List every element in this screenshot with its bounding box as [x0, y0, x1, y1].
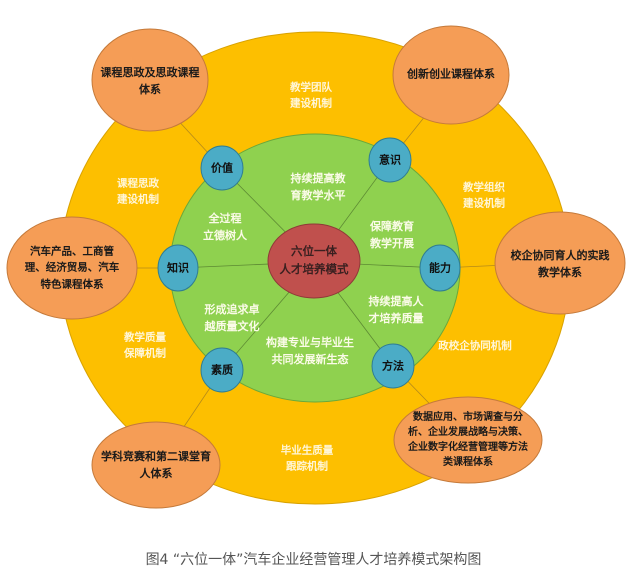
text-line: 教学质量 [124, 331, 166, 344]
node-value: 价值 [211, 161, 233, 175]
outer-lower-left: 教学质量保障机制 [124, 330, 166, 363]
text-line: 汽车产品、工商管 [30, 245, 114, 258]
text-line: 教学体系 [538, 266, 582, 279]
outer-bottom: 毕业生质量跟踪机制 [281, 443, 334, 476]
text-line: 课程思政 [117, 177, 159, 190]
outer-upper-left: 课程思政建设机制 [117, 176, 159, 209]
system-right: 校企协同育人的实践教学体系 [511, 247, 610, 281]
text-line: 析、企业发展战略与决策、 [408, 427, 528, 438]
text-line: 保障机制 [124, 348, 166, 360]
node-knowledge: 知识 [167, 261, 189, 275]
center-line: 人才培养模式 [279, 262, 349, 276]
figure-caption: 图4 “六位一体”汽车企业经营管理人才培养模式架构图 [145, 552, 482, 568]
outer-lower-right: 政校企协同机制 [438, 338, 512, 354]
text-line: 企业数字化经营管理等方法 [408, 442, 528, 453]
inner-lower-right: 持续提高人才培养质量 [369, 293, 424, 327]
text-line: 理、经济贸易、汽车 [24, 261, 120, 274]
text-line: 教学开展 [370, 237, 414, 250]
text-line: 毕业生质量 [280, 444, 334, 457]
system-top-right: 创新创业课程体系 [407, 65, 495, 82]
center-label: 六位一体 人才培养模式 [280, 243, 349, 279]
inner-upper-right: 保障教育教学开展 [370, 218, 414, 252]
inner-bottom: 构建专业与毕业生共同发展新生态 [266, 334, 354, 368]
text-line: 建设机制 [117, 194, 159, 206]
text-line: 校企协同育人的实践 [510, 248, 610, 262]
text-line: 数据应用、市场调查与分 [413, 412, 523, 423]
text-line: 特色课程体系 [40, 278, 104, 291]
system-top-left: 课程思政及思政课程体系 [101, 64, 200, 98]
text-line: 创新创业课程体系 [407, 67, 495, 81]
text-line: 类课程体系 [443, 457, 493, 468]
system-left: 汽车产品、工商管理、经济贸易、汽车特色课程体系 [25, 244, 120, 293]
node-circles [157, 137, 461, 393]
text-line: 越质量文化 [204, 320, 260, 333]
text-line: 教学团队 [290, 81, 332, 94]
system-ellipses [6, 25, 626, 509]
text-line: 跟踪机制 [286, 461, 328, 473]
text-line: 人体系 [139, 467, 173, 480]
node-method: 方法 [382, 359, 404, 373]
text-line: 才培养质量 [368, 312, 424, 325]
text-line: 共同发展新生态 [271, 353, 349, 366]
node-awareness: 意识 [379, 153, 401, 167]
text-line: 构建专业与毕业生 [266, 335, 354, 349]
node-ability: 能力 [429, 261, 451, 275]
text-line: 保障教育 [370, 219, 414, 233]
center-ellipse [267, 223, 361, 299]
text-line: 育教学水平 [290, 189, 346, 202]
outer-top: 教学团队建设机制 [290, 80, 332, 113]
text-line: 全过程 [208, 211, 242, 225]
inner-lower-left: 形成追求卓越质量文化 [205, 301, 260, 335]
center-line: 六位一体 [291, 244, 337, 259]
text-line: 形成追求卓 [204, 302, 260, 316]
system-bottom-left: 学科竞赛和第二课堂育人体系 [101, 448, 211, 482]
text-line: 立德树人 [203, 229, 247, 242]
text-line: 政校企协同机制 [438, 339, 512, 352]
inner-top: 持续提高教育教学水平 [291, 170, 346, 204]
node-quality: 素质 [211, 363, 233, 377]
text-line: 持续提高人 [368, 294, 424, 308]
text-line: 体系 [139, 83, 161, 96]
text-line: 课程思政及思政课程 [100, 65, 200, 79]
system-bottom-right: 数据应用、市场调查与分析、企业发展战略与决策、企业数字化经营管理等方法类课程体系 [408, 410, 528, 470]
text-line: 教学组织 [463, 181, 505, 194]
inner-upper-left: 全过程立德树人 [203, 210, 247, 244]
outer-upper-right: 教学组织建设机制 [463, 180, 505, 213]
text-line: 学科竞赛和第二课堂育 [101, 449, 211, 463]
text-line: 建设机制 [290, 98, 332, 110]
text-line: 建设机制 [463, 198, 505, 210]
text-line: 持续提高教 [290, 171, 346, 185]
